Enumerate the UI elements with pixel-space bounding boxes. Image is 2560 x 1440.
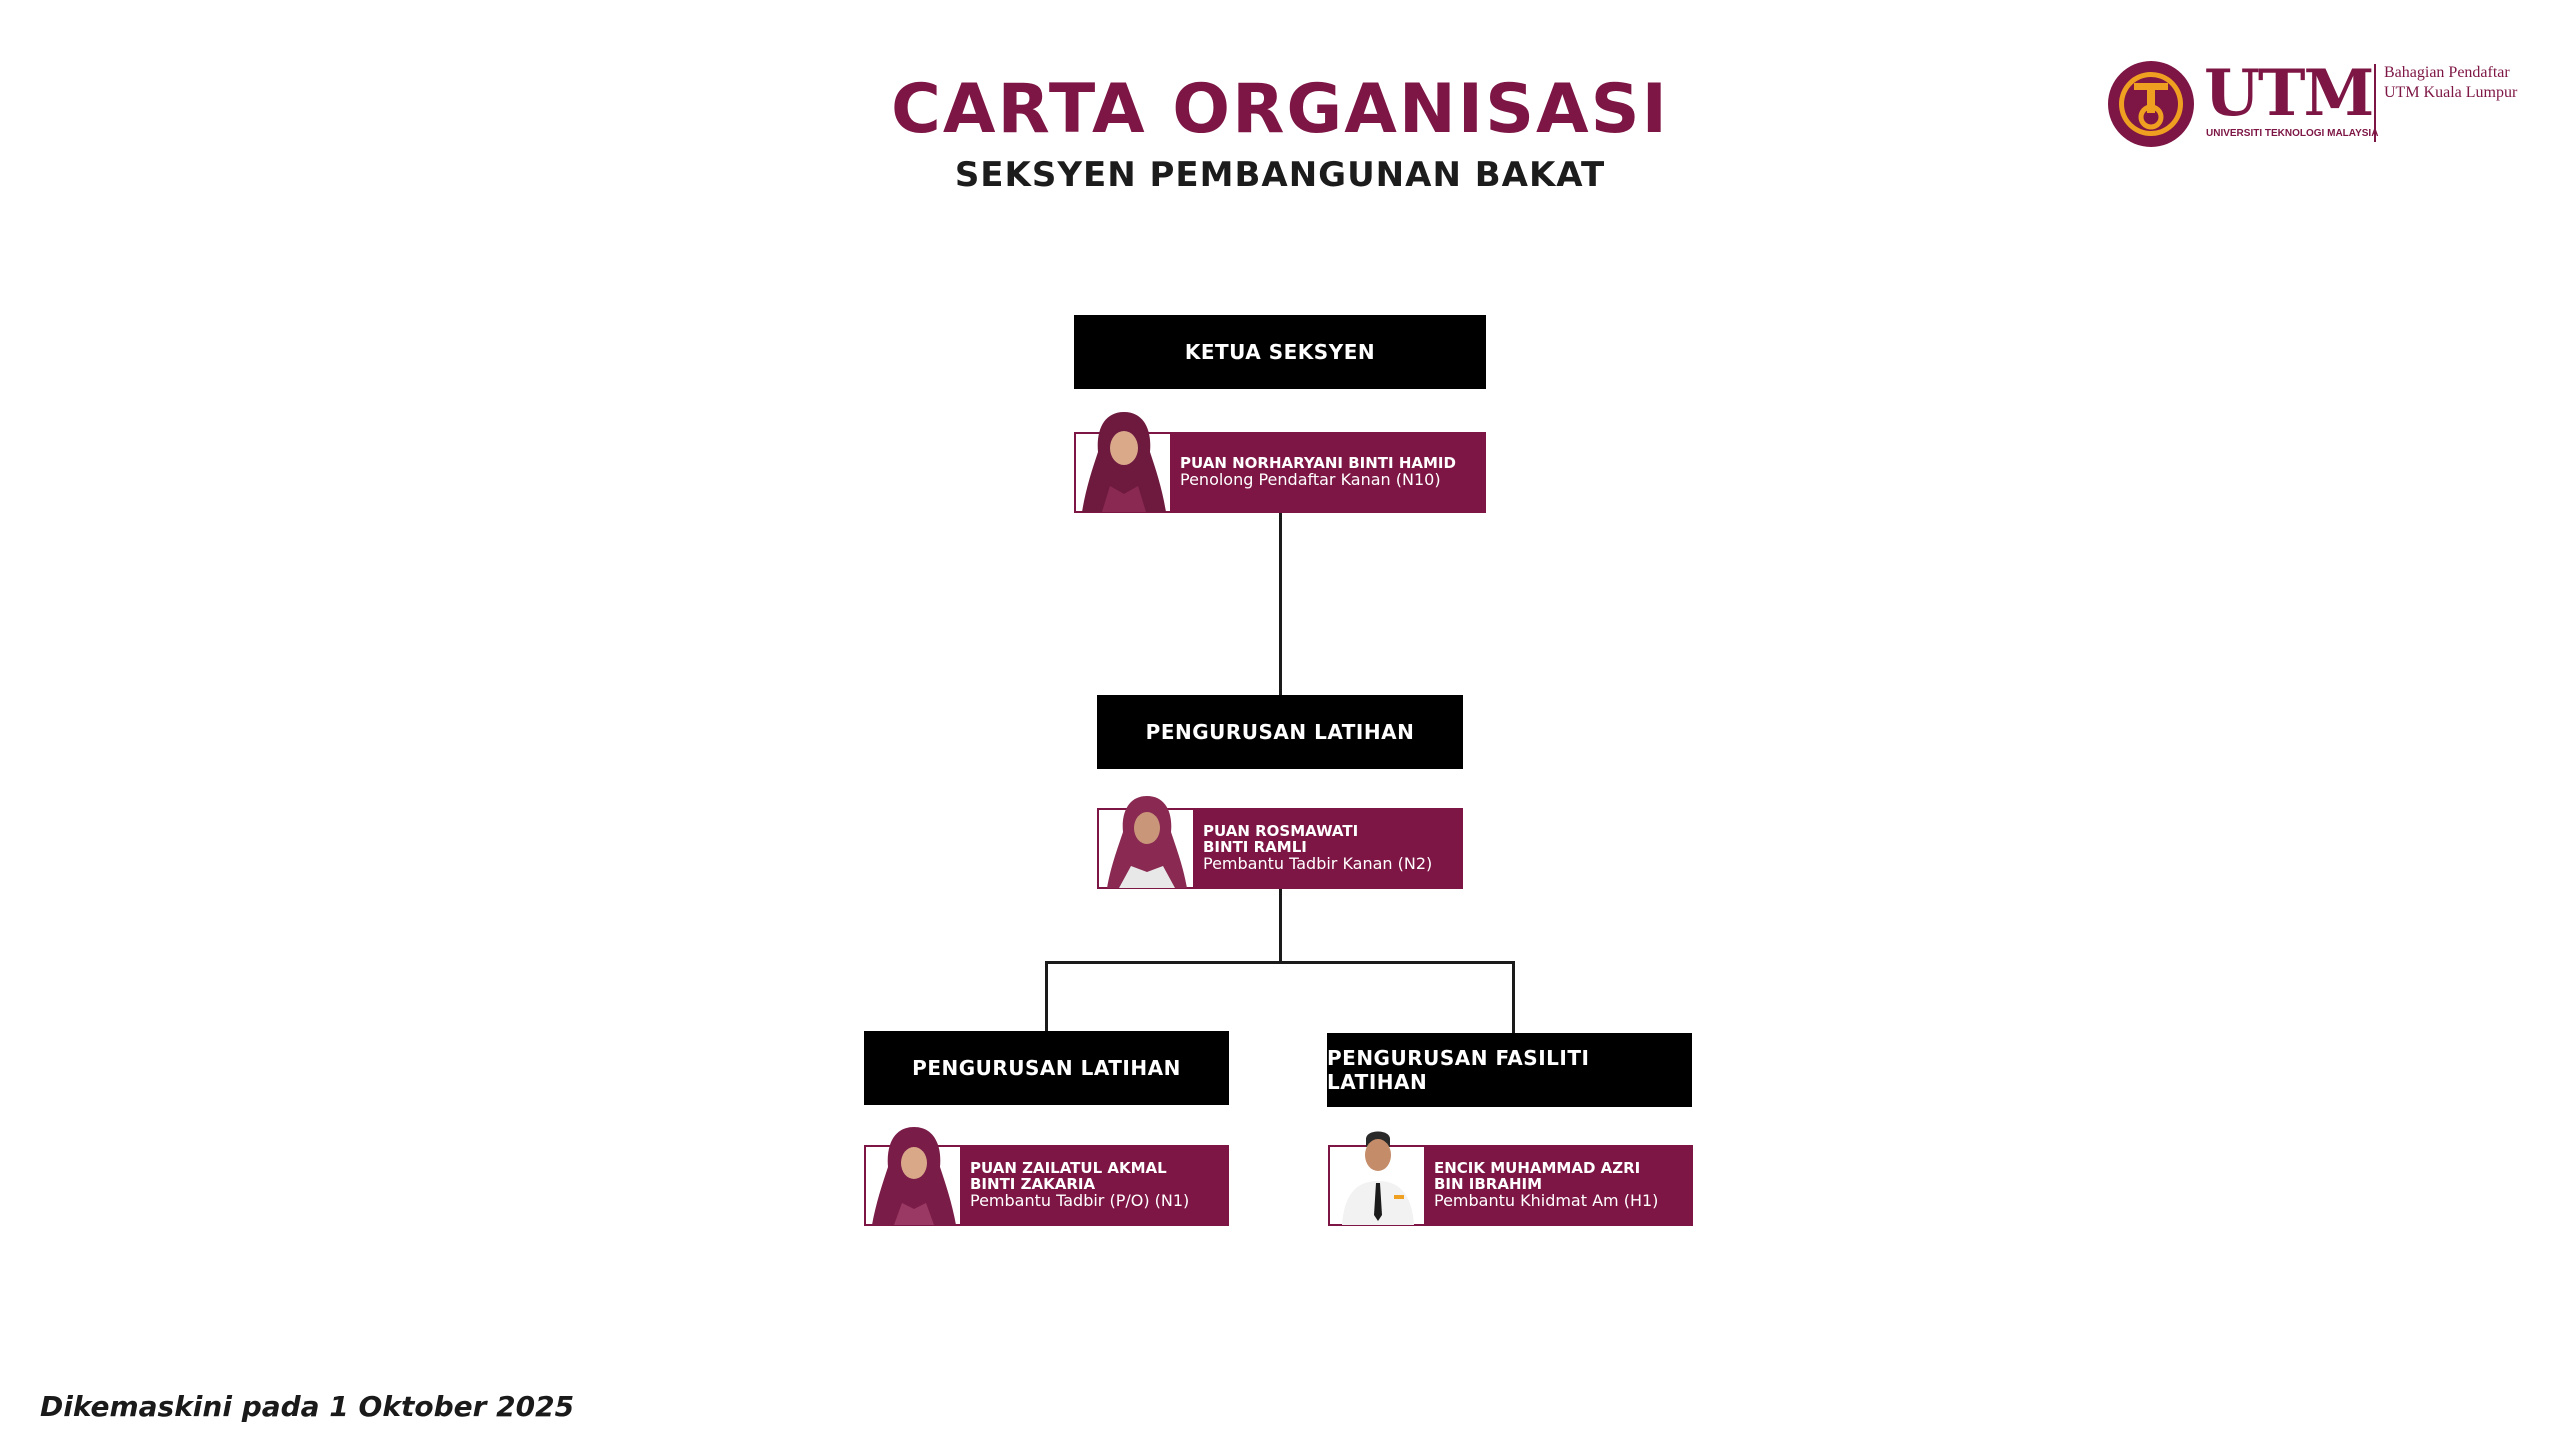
logo-unit-line1: Bahagian Pendaftar — [2384, 64, 2510, 81]
logo-divider — [2374, 64, 2376, 142]
person-position: Pembantu Tadbir Kanan (N2) — [1203, 853, 1433, 873]
page-title: CARTA ORGANISASI — [891, 70, 1669, 149]
person-name: PUAN NORHARYANI BINTI HAMID — [1180, 454, 1456, 473]
connector-head-mid — [1279, 511, 1282, 697]
unit-header-pengurusan-latihan: PENGURUSAN LATIHAN — [1097, 695, 1463, 769]
connector-mid-down — [1279, 889, 1282, 963]
person-hijab-icon — [1107, 796, 1187, 888]
utm-university-name: UNIVERSITI TEKNOLOGI MALAYSIA — [2206, 128, 2379, 139]
person-name-line2: BIN IBRAHIM — [1434, 1175, 1543, 1194]
unit-header-pengurusan-latihan-sub: PENGURUSAN LATIHAN — [864, 1031, 1229, 1105]
utm-crest-icon — [2108, 61, 2194, 147]
page-subtitle: SEKSYEN PEMBANGUNAN BAKAT — [954, 155, 1606, 195]
connector-left-drop — [1045, 961, 1048, 1033]
logo-unit-line2: UTM Kuala Lumpur — [2384, 84, 2518, 101]
unit-header-ketua: KETUA SEKSYEN — [1074, 315, 1486, 389]
person-position: Pembantu Khidmat Am (H1) — [1434, 1190, 1659, 1210]
person-name-line2: BINTI RAMLI — [1203, 838, 1307, 857]
person-name-line2: BINTI ZAKARIA — [970, 1175, 1096, 1194]
last-updated: Dikemaskini pada 1 Oktober 2025 — [40, 1390, 575, 1423]
person-position: Pembantu Tadbir (P/O) (N1) — [970, 1190, 1190, 1210]
person-hijab-icon — [1082, 412, 1166, 512]
person-name-line1: PUAN ZAILATUL AKMAL — [970, 1159, 1167, 1178]
person-card-mid: PUAN ROSMAWATI BINTI RAMLI Pembantu Tadb… — [1097, 796, 1463, 889]
unit-header-pengurusan-fasiliti: PENGURUSAN FASILITI LATIHAN — [1327, 1033, 1692, 1107]
person-card-left: PUAN ZAILATUL AKMAL BINTI ZAKARIA Pemban… — [864, 1127, 1229, 1226]
utm-logo: UTM UNIVERSITI TEKNOLOGI MALAYSIA Bahagi… — [2106, 56, 2526, 152]
person-photo — [866, 1127, 962, 1225]
person-card-head: PUAN NORHARYANI BINTI HAMID Penolong Pen… — [1074, 412, 1486, 513]
person-photo — [1076, 412, 1172, 512]
person-photo — [1099, 796, 1195, 888]
utm-wordmark: UTM — [2204, 56, 2374, 131]
person-card-right: ENCIK MUHAMMAD AZRI BIN IBRAHIM Pembantu… — [1328, 1131, 1693, 1226]
person-name-line1: PUAN ROSMAWATI — [1203, 822, 1359, 841]
connector-horizontal — [1045, 961, 1515, 964]
person-photo — [1330, 1131, 1426, 1225]
connector-right-drop — [1512, 961, 1515, 1033]
person-man-icon — [1342, 1131, 1414, 1225]
person-name-line1: ENCIK MUHAMMAD AZRI — [1434, 1159, 1641, 1178]
person-position: Penolong Pendaftar Kanan (N10) — [1180, 469, 1441, 489]
person-hijab-icon — [872, 1127, 956, 1225]
